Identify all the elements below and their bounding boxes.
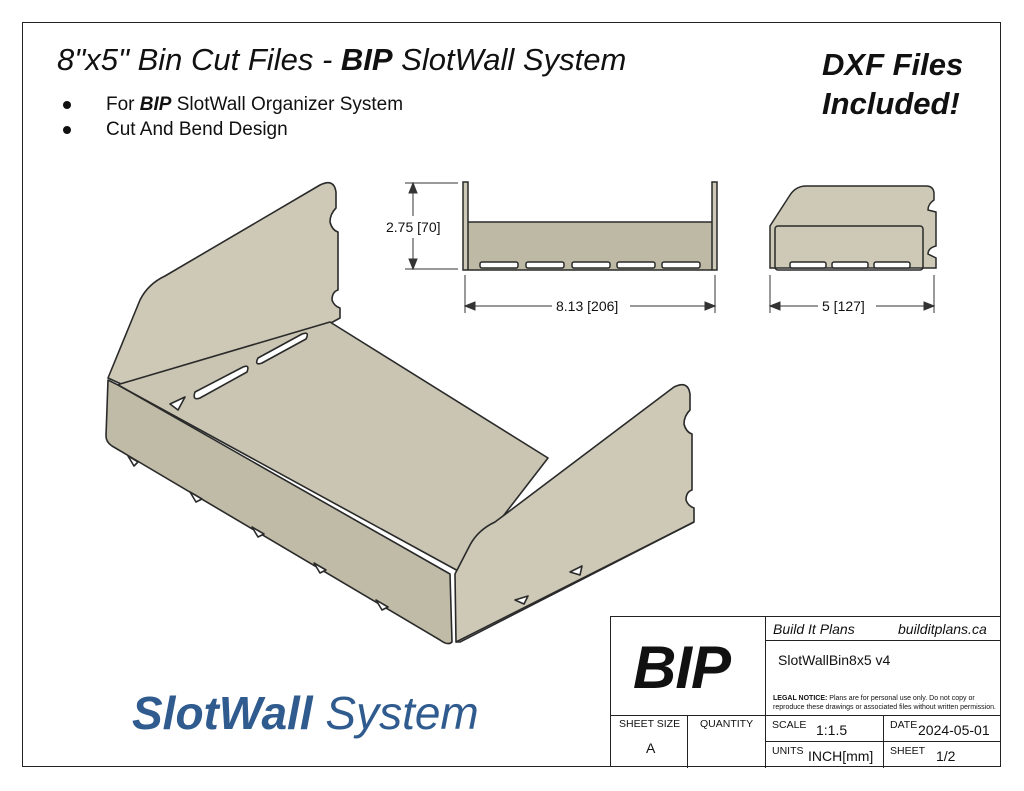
scale-value: 1:1.5 <box>816 722 848 738</box>
notch <box>514 595 529 605</box>
drawing-name: SlotWallBin8x5 v4 <box>778 652 891 668</box>
scale-cell: SCALE 1:1.5 <box>766 716 884 742</box>
side-view-floor <box>774 225 924 271</box>
bip-logo: BIP <box>633 634 731 701</box>
slot <box>525 261 565 269</box>
quantity-cell: QUANTITY <box>688 716 766 768</box>
front-view-right-wall <box>711 181 718 271</box>
height-dimension: 2.75 [70] <box>386 219 441 235</box>
depth-dimension: 5 [127] <box>822 298 865 314</box>
slot <box>169 396 186 411</box>
list-item: Cut And Bend Design <box>60 117 403 142</box>
notch <box>313 562 327 574</box>
notch <box>127 455 139 467</box>
front-view <box>462 181 718 271</box>
company-name: Build It Plans <box>773 621 855 637</box>
date-value: 2024-05-01 <box>918 722 990 738</box>
slot <box>255 332 309 365</box>
side-view <box>769 185 937 271</box>
front-view-left-wall <box>462 181 469 271</box>
company-row: Build It Plans builditplans.ca <box>766 617 1001 641</box>
arrow-icon <box>704 301 717 311</box>
legal-notice: LEGAL NOTICE: Plans are for personal use… <box>773 695 996 711</box>
sheet-size-cell: SHEET SIZE A <box>611 716 688 768</box>
sheet-size-value: A <box>646 740 656 756</box>
front-long-panel <box>105 379 453 645</box>
arrow-icon <box>408 258 418 271</box>
isometric-view <box>105 181 695 645</box>
feature-list: For BIP SlotWall Organizer System Cut An… <box>60 92 403 142</box>
dxf-notice: DXF Files Included! <box>822 47 964 121</box>
arrow-icon <box>923 301 936 311</box>
arrow-icon <box>408 181 418 194</box>
units-label: UNITS <box>772 745 804 757</box>
title-block: BIP Build It Plans builditplans.ca SlotW… <box>610 616 1001 768</box>
sheet-value: 1/2 <box>936 748 956 764</box>
scale-label: SCALE <box>772 719 807 731</box>
arrow-icon <box>768 301 781 311</box>
arrow-icon <box>463 301 476 311</box>
company-website: builditplans.ca <box>898 621 987 637</box>
sheet-label: SHEET <box>890 745 926 757</box>
brand-wordmark: SlotWall System <box>132 687 479 739</box>
slot <box>479 261 519 269</box>
front-side-panel <box>454 383 695 643</box>
quantity-label: QUANTITY <box>700 718 754 730</box>
notch <box>569 565 583 576</box>
drawing-info: SlotWallBin8x5 v4 LEGAL NOTICE: Plans ar… <box>766 641 1001 716</box>
slot <box>571 261 611 269</box>
slot <box>616 261 656 269</box>
date-label: DATE <box>890 719 918 731</box>
length-dimension: 8.13 [206] <box>556 298 618 314</box>
front-side-panel-edge <box>456 521 695 643</box>
slot <box>661 261 701 269</box>
slot <box>789 261 827 269</box>
side-view-body <box>769 185 937 269</box>
sheet-cell: SHEET 1/2 <box>884 742 1001 768</box>
logo-cell: BIP <box>611 617 766 716</box>
bullet-icon <box>63 125 71 134</box>
list-item: For BIP SlotWall Organizer System <box>60 92 403 117</box>
slot <box>193 365 249 400</box>
page-title: 8"x5" Bin Cut Files - BIP SlotWall Syste… <box>57 42 627 77</box>
bullet-icon <box>63 100 71 109</box>
sheet-size-label: SHEET SIZE <box>619 718 681 730</box>
date-cell: DATE 2024-05-01 <box>884 716 1001 742</box>
drawing-border <box>22 22 1001 767</box>
units-value: INCH[mm] <box>808 748 874 764</box>
notch <box>189 491 203 503</box>
slot <box>831 261 869 269</box>
notch <box>251 526 265 538</box>
units-cell: UNITS INCH[mm] <box>766 742 884 768</box>
dimension-lines <box>405 181 936 313</box>
slot <box>873 261 911 269</box>
notch <box>375 599 389 611</box>
